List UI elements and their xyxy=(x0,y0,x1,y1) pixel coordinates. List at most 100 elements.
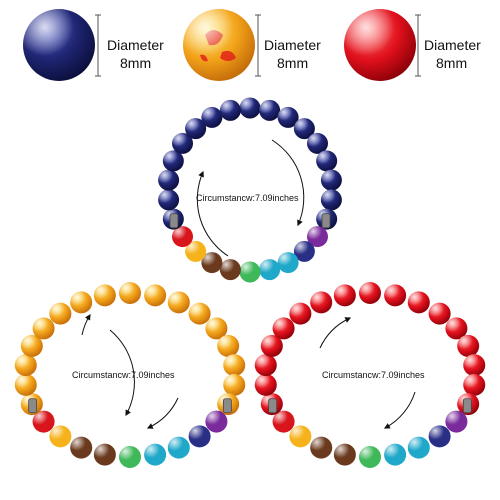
bead-shine xyxy=(205,317,228,340)
bead-shine xyxy=(14,373,37,396)
diameter-value: 8mm xyxy=(277,55,308,71)
bead-shine xyxy=(219,259,241,281)
bead-shine xyxy=(457,334,480,357)
bead-shine xyxy=(333,284,356,307)
bead-shine xyxy=(144,443,167,466)
circumference-arrow xyxy=(271,139,305,227)
bead-spacer xyxy=(268,398,278,414)
sample-bead-lapis-shine xyxy=(23,9,95,81)
bracelet-amber xyxy=(14,282,246,468)
bead-shine xyxy=(445,410,468,433)
diameter-value: 8mm xyxy=(436,55,467,71)
bead-shine xyxy=(205,410,228,433)
sample-amber: Diameter 8mm xyxy=(183,9,321,81)
diameter-value: 8mm xyxy=(120,55,151,71)
bead-shine xyxy=(320,169,342,191)
bead-shine xyxy=(223,354,246,377)
circumference-arrow xyxy=(319,317,352,349)
bead-shine xyxy=(272,317,295,340)
bead-spacer xyxy=(462,398,472,414)
bead-shine xyxy=(188,425,211,448)
sample-bead-red-shine xyxy=(344,9,416,81)
bead-shine xyxy=(463,354,486,377)
bead-shine xyxy=(333,443,356,466)
bead-shine xyxy=(316,150,338,172)
bead-shine xyxy=(158,189,180,211)
sample-bead-amber-shine xyxy=(183,9,255,81)
bead-shine xyxy=(162,150,184,172)
bead-shine xyxy=(167,436,190,459)
bead-shine xyxy=(172,226,194,248)
circumference-label: Circumstancw:7.09inches xyxy=(196,193,299,203)
bead-shine xyxy=(239,261,261,283)
bead-shine xyxy=(320,189,342,211)
bead-shine xyxy=(49,425,72,448)
bead-shine xyxy=(32,410,55,433)
bead-shine xyxy=(306,132,328,154)
diameter-label: Diameter xyxy=(424,37,481,53)
bead-shine xyxy=(359,446,381,468)
bead-shine xyxy=(260,334,283,357)
bead-spacer xyxy=(321,213,331,229)
bead-shine xyxy=(144,284,167,307)
bead-shine xyxy=(201,252,223,274)
bead-shine xyxy=(254,373,277,396)
bead-shine xyxy=(239,97,261,119)
bead-shine xyxy=(272,410,295,433)
bead-shine xyxy=(306,226,328,248)
bead-shine xyxy=(310,291,333,314)
bead-shine xyxy=(407,291,430,314)
circumference-label: Circumstancw:7.09inches xyxy=(72,370,175,380)
circumference-label: Circumstancw:7.09inches xyxy=(322,370,425,380)
sample-red: Diameter 8mm xyxy=(344,9,481,81)
bead-shine xyxy=(49,302,72,325)
bead-spacer xyxy=(169,213,179,229)
bead-shine xyxy=(293,240,315,262)
circumference-annotation-red: Circumstancw:7.09inches xyxy=(319,317,425,429)
bead-spacer xyxy=(28,398,38,414)
bead-shine xyxy=(201,106,223,128)
circumference-arrow xyxy=(146,397,179,429)
bead-shine xyxy=(93,443,116,466)
bead-shine xyxy=(289,302,312,325)
bead-shine xyxy=(428,302,451,325)
bead-shine xyxy=(158,169,180,191)
bead-shine xyxy=(223,373,246,396)
circumference-arrow xyxy=(81,313,91,336)
bead-shine xyxy=(254,354,277,377)
bead-shine xyxy=(259,99,281,121)
bead-shine xyxy=(384,443,407,466)
bead-shine xyxy=(407,436,430,459)
bead-shine xyxy=(70,436,93,459)
sample-lapis: Diameter 8mm xyxy=(23,9,164,81)
bead-shine xyxy=(185,240,207,262)
bead-shine xyxy=(119,282,141,304)
diameter-label: Diameter xyxy=(107,37,164,53)
bead-shine xyxy=(14,354,37,377)
bead-shine xyxy=(293,118,315,140)
bead-shine xyxy=(167,291,190,314)
bead-shine xyxy=(172,132,194,154)
bead-spacer xyxy=(222,398,232,414)
bracelet-lapis xyxy=(158,97,342,283)
bead-shine xyxy=(289,425,312,448)
bracelet-red xyxy=(254,282,486,468)
circumference-arrow xyxy=(109,329,135,417)
bead-shine xyxy=(217,334,240,357)
bead-shine xyxy=(32,317,55,340)
bead-shine xyxy=(119,446,141,468)
bead-shine xyxy=(310,436,333,459)
bead-shine xyxy=(93,284,116,307)
bead-shine xyxy=(185,118,207,140)
bead-shine xyxy=(359,282,381,304)
circumference-annotation-amber: Circumstancw:7.09inches xyxy=(72,313,179,429)
bead-shine xyxy=(277,252,299,274)
circumference-annotation-lapis: Circumstancw:7.09inches xyxy=(196,139,305,257)
circumference-arrow xyxy=(383,391,416,429)
bead-shine xyxy=(384,284,407,307)
bead-shine xyxy=(428,425,451,448)
bead-shine xyxy=(20,334,43,357)
circumference-arrow xyxy=(196,170,229,257)
bead-shine xyxy=(70,291,93,314)
